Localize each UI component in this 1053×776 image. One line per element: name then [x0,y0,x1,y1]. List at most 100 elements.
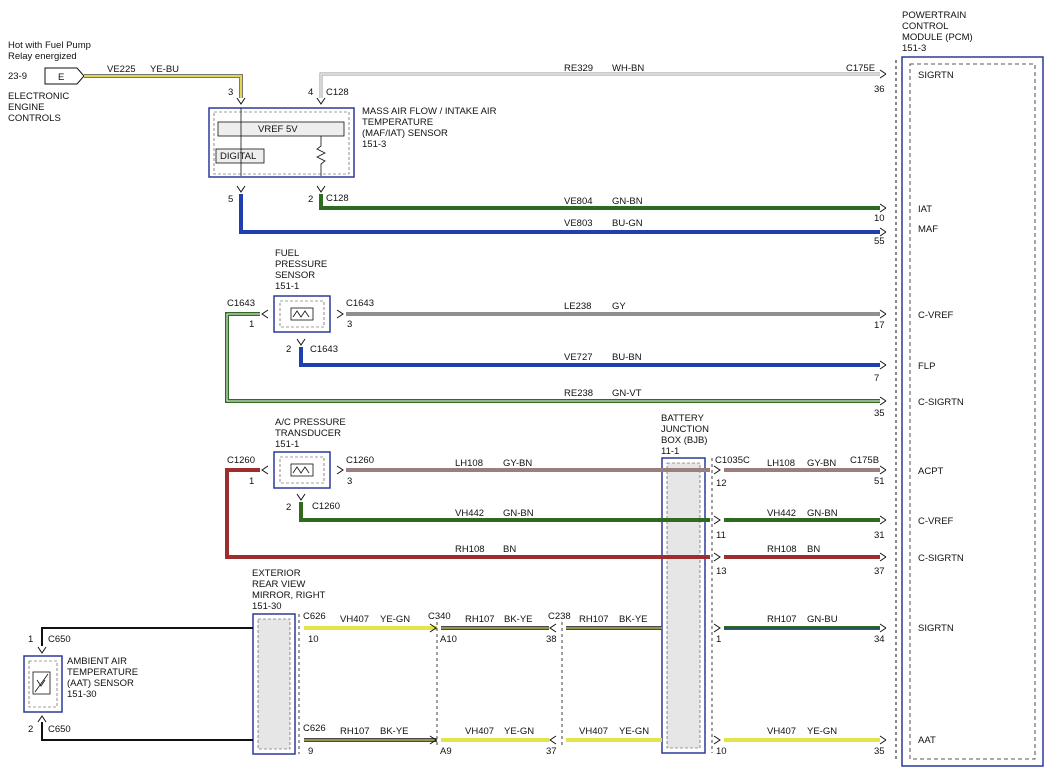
wire-re238: RE238 GN-VT 35 [225,312,885,419]
fps-conn-right: C1643 [346,298,374,309]
pcm-pin-num-acpt: 51 [874,476,885,487]
bjb-conn: C1035C [715,455,750,466]
wire-vh407b-color: YE-GN [504,726,534,737]
arrow-icon [549,735,557,745]
wire-ve803-circuit: VE803 [564,218,593,229]
arrow-icon [37,715,47,723]
wire-vh442b-color: GN-BN [807,508,838,519]
pcm-inner-dashed [909,63,1036,760]
pcm-title-2: CONTROL [902,21,948,32]
fps-pin-left: 1 [249,319,254,330]
wire-lh108: LH108 GY-BN LH108 GY-BN C175B 12 51 [346,455,885,489]
bjb-pin-11: 11 [716,530,726,541]
pcm-outline [901,56,1044,767]
resistor-icon [292,466,310,474]
aat-sensor: 1 C650 AMBIENT AIR TEMPERATURE (AAT) SEN… [23,634,138,735]
wire-le238: LE238 GY 17 [346,301,885,331]
wire-ve804: 5 2 C128 VE804 GN-BN 10 [228,185,885,224]
arrow-icon [296,493,306,501]
maf-vref-label: VREF 5V [258,124,298,135]
aat-title-4: 151-30 [67,689,97,700]
maf-title-3: (MAF/IAT) SENSOR [362,128,448,139]
wire-vh442b-circuit: VH442 [767,508,796,519]
pcm-title-1: POWERTRAIN [902,10,966,21]
bjb-pin-1: 1 [716,634,721,645]
pcm-pin-num-csigrtn2: 37 [874,566,885,577]
arrow-icon [261,309,269,319]
wire-rh108a-circuit: RH108 [455,544,485,555]
bjb-title-4: 11-1 [661,446,679,457]
bjb-pin-10: 10 [716,746,727,757]
wire-rh108b-circuit: RH108 [767,544,797,555]
acp-title-3: 151-1 [275,439,299,450]
conn-a10: A10 [440,634,457,645]
wire-ve225: VE225 YE-BU 3 [84,64,246,105]
maf-vref-box [217,121,345,137]
row-sigrtn: VH407 YE-GN C340 A10 RH107 BK-YE C238 38… [41,611,885,745]
wire-vh407b-circuit: VH407 [465,726,494,737]
pcm-pin-num-iat: 10 [874,213,885,224]
wire-le238-color: GY [612,301,626,312]
wire-ve804-circuit: VE804 [564,196,593,207]
wire-lh108a-color: GY-BN [503,458,532,469]
wire-ve727-color: BU-BN [612,352,642,363]
wire-re238-color: GN-VT [612,388,642,399]
pcm-pin-sigrtn-top: SIGRTN [918,70,954,81]
wire-ve225-color: YE-BU [150,64,179,75]
mirror-pin-top: 10 [308,634,319,645]
aat-conn-bottom: C650 [48,724,71,735]
pcm-pin-csigrtn2: C-SIGRTN [918,553,964,564]
pcm-conn-c175b: C175B [850,455,879,466]
source-ref: 23-9 [8,71,27,82]
wire-rh108b-color: BN [807,544,820,555]
wire-rh107c-color: GN-BU [807,614,838,625]
arrow-icon [879,227,887,237]
wire-vh407d-color: YE-GN [807,726,837,737]
fps-title-2: PRESSURE [275,259,327,270]
mirror-conn-bottom: C626 [303,723,326,734]
resistor-icon [292,310,310,318]
arrow-icon [429,623,437,633]
pcm-pin-num-sigrtn2: 34 [874,634,885,645]
wire-rh107b-circuit: RH107 [579,614,609,625]
mirror-pin-bottom: 9 [308,746,313,757]
arrow-icon [879,309,887,319]
maf-title-4: 151-3 [362,139,386,150]
arrow-icon [296,338,306,346]
fuel-pressure-sensor: FUEL PRESSURE SENSOR 151-1 C1643 C1643 1… [227,248,374,355]
wire-re329-color: WH-BN [612,63,644,74]
aat-title-2: TEMPERATURE [67,667,138,678]
arrow-icon [713,465,721,475]
pcm-pin-maf: MAF [918,224,938,235]
pcm-pin-cvref2: C-VREF [918,516,954,527]
conn-38: 38 [546,634,557,645]
pcm-pin-num-maf: 55 [874,236,885,247]
wire-ve803: VE803 BU-GN 55 [239,194,885,247]
fps-inner-dashed [279,300,325,328]
bjb-pin-13: 13 [716,566,727,577]
wire-ve727: VE727 BU-BN 7 [299,347,880,384]
pcm-pin-aat: AAT [918,735,936,746]
pcm-title-4: 151-3 [902,43,926,54]
section-line-3: CONTROLS [8,113,61,124]
conn-a9: A9 [440,746,452,757]
bjb-inner [666,462,701,749]
wire-ve727-circuit: VE727 [564,352,593,363]
arrow-icon [879,515,887,525]
ac-pressure-transducer: A/C PRESSURE TRANSDUCER 151-1 C1260 C126… [227,417,374,513]
acp-pin-bottom: 2 [286,502,291,513]
sensor-element-icon [290,463,314,477]
wire-rh107b-color: BK-YE [619,614,648,625]
acp-conn-right: C1260 [346,455,374,466]
source-letter: E [58,72,64,83]
wire-rh107d-color: BK-YE [380,726,409,737]
arrow-icon [336,309,344,319]
thermistor-symbol-icon [34,673,49,693]
wire-vh407c-color: YE-GN [619,726,649,737]
conn-37: 37 [546,746,557,757]
maf-inner-dashed [213,111,350,175]
wire-lh108b-circuit: LH108 [767,458,795,469]
bjb-pin-12: 12 [716,478,727,489]
pcm-pin-acpt: ACPT [918,466,944,477]
